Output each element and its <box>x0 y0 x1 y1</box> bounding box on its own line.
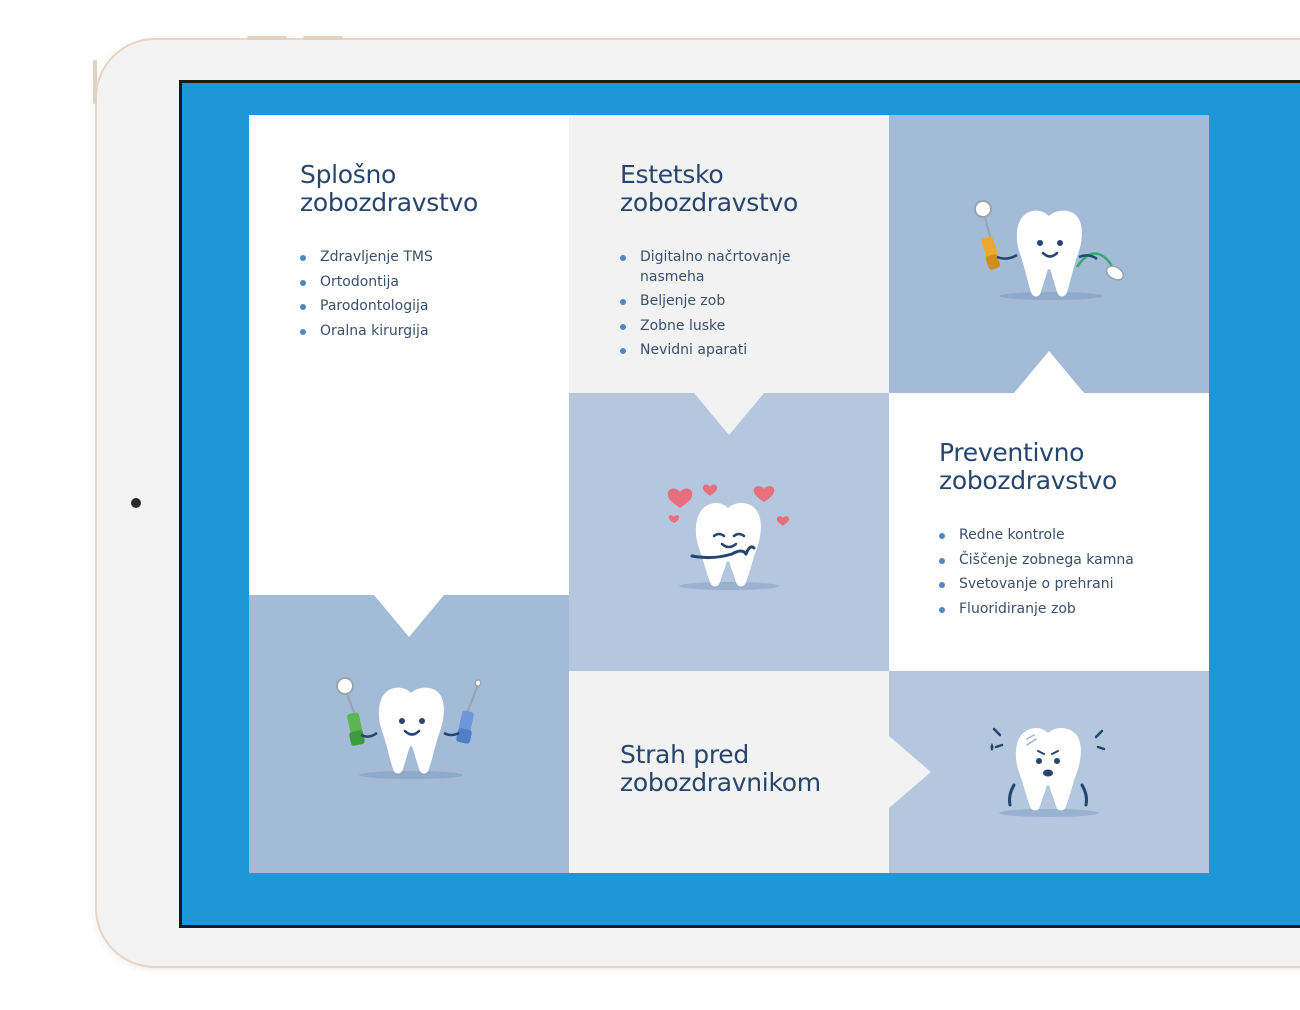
scared-tooth-icon <box>990 727 1106 817</box>
list-item[interactable]: Beljenje zob <box>620 292 810 312</box>
tile-dental-fear[interactable]: Strah pred zobozdravnikom <box>569 671 889 873</box>
tile-preventive-dentistry[interactable]: Preventivno zobozdravstvo Redne kontrole… <box>889 393 1209 671</box>
tile-title: Estetsko zobozdravstvo <box>620 160 798 217</box>
list-item[interactable]: Fluoridiranje zob <box>939 600 1169 620</box>
list-item[interactable]: Svetovanje o prehrani <box>939 575 1169 595</box>
tooth-with-dental-tools-icon <box>336 677 482 779</box>
connector-arrow <box>1014 351 1084 393</box>
tile-title: Splošno zobozdravstvo <box>300 160 478 217</box>
list-item[interactable]: Zdravljenje TMS <box>300 248 530 268</box>
services-grid: Splošno zobozdravstvo Zdravljenje TMS Or… <box>249 115 1209 873</box>
tooth-with-drill-icon <box>974 200 1125 300</box>
list-item[interactable]: Digitalno načrtovanje nasmeha <box>620 248 810 287</box>
tile-title: Preventivno zobozdravstvo <box>939 438 1117 495</box>
list-item[interactable]: Ortodontija <box>300 273 530 293</box>
tile-preventive-illustration <box>889 115 1209 393</box>
service-list: Zdravljenje TMS Ortodontija Parodontolog… <box>300 248 530 346</box>
tile-aesthetic-illustration <box>569 393 889 671</box>
list-item[interactable]: Parodontologija <box>300 297 530 317</box>
connector-arrow <box>694 393 764 435</box>
tablet-top-button <box>247 36 287 40</box>
list-item[interactable]: Nevidni aparati <box>620 341 810 361</box>
tablet-top-button <box>303 36 343 40</box>
tile-general-dentistry[interactable]: Splošno zobozdravstvo Zdravljenje TMS Or… <box>249 115 569 595</box>
list-item[interactable]: Čiščenje zobnega kamna <box>939 551 1169 571</box>
tablet-side-button <box>93 60 97 104</box>
tile-aesthetic-dentistry[interactable]: Estetsko zobozdravstvo Digitalno načrtov… <box>569 115 889 393</box>
tooth-with-hearts-icon <box>667 484 790 590</box>
tile-fear-illustration <box>889 671 1209 873</box>
tablet-camera <box>131 498 141 508</box>
list-item[interactable]: Zobne luske <box>620 317 810 337</box>
tile-title: Strah pred zobozdravnikom <box>620 740 821 797</box>
service-list: Digitalno načrtovanje nasmeha Beljenje z… <box>620 248 810 366</box>
list-item[interactable]: Redne kontrole <box>939 526 1169 546</box>
tile-general-illustration <box>249 595 569 873</box>
connector-arrow <box>889 736 931 808</box>
connector-arrow <box>374 595 444 637</box>
service-list: Redne kontrole Čiščenje zobnega kamna Sv… <box>939 526 1169 624</box>
list-item[interactable]: Oralna kirurgija <box>300 322 530 342</box>
